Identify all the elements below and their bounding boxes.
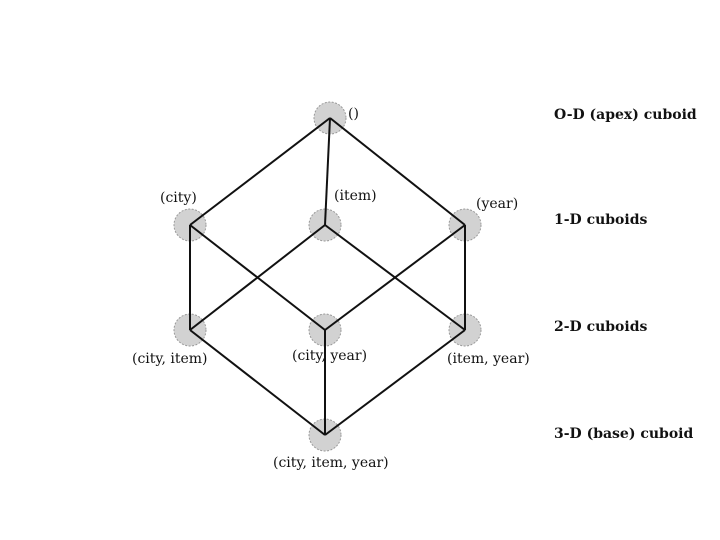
edge-apex-to-city xyxy=(189,117,331,226)
node-label-city-item: (city, item) xyxy=(132,351,207,367)
edge-city-item-to-base xyxy=(189,329,326,436)
level-labels: O-D (apex) cuboid 1-D cuboids 2-D cuboid… xyxy=(554,107,697,442)
level-label-2d: 2-D cuboids xyxy=(554,319,648,335)
lattice-edges xyxy=(189,117,466,436)
node-label-item: (item) xyxy=(334,188,377,204)
node-label-city: (city) xyxy=(160,190,197,206)
node-label-apex: () xyxy=(348,106,359,122)
edge-apex-to-year xyxy=(329,117,466,226)
edge-year-to-city-year xyxy=(324,224,466,331)
edge-apex-to-item xyxy=(324,117,331,226)
edge-item-to-city-item xyxy=(189,224,326,331)
node-label-item-year: (item, year) xyxy=(447,351,530,367)
edge-item-year-to-base xyxy=(324,329,466,436)
node-label-base: (city, item, year) xyxy=(273,455,389,471)
node-labels: () (city) (item) (year) (city, item) (ci… xyxy=(132,106,530,471)
node-label-city-year: (city, year) xyxy=(292,348,367,364)
node-label-year: (year) xyxy=(476,196,518,212)
level-label-apex: O-D (apex) cuboid xyxy=(554,107,697,123)
level-label-base: 3-D (base) cuboid xyxy=(554,426,693,442)
level-label-1d: 1-D cuboids xyxy=(554,212,648,228)
